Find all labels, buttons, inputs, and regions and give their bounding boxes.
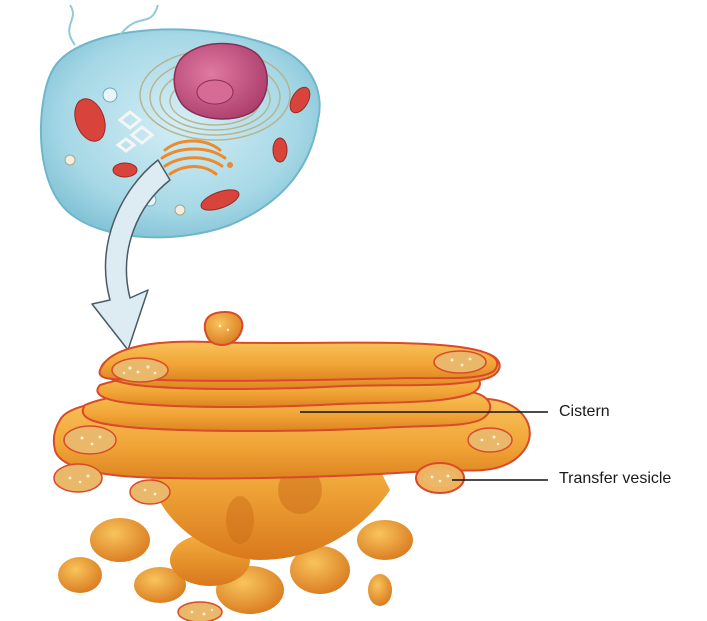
label-cistern: Cistern — [559, 403, 610, 421]
golgi-tubules — [58, 466, 413, 614]
nucleolus — [197, 80, 233, 104]
vesicle — [103, 88, 117, 102]
golgi-small-vesicle — [227, 162, 233, 168]
vesicle — [65, 155, 75, 165]
cistern-lumen — [64, 426, 116, 454]
cistern-lumen — [468, 428, 512, 452]
golgi-illustration — [54, 312, 530, 621]
mitochondrion — [273, 138, 287, 162]
label-transfer-vesicle: Transfer vesicle — [559, 470, 671, 488]
mitochondrion — [113, 163, 137, 177]
cell-filament — [69, 5, 75, 45]
vesicle — [175, 205, 185, 215]
cell-illustration — [41, 5, 320, 237]
transfer-vesicle-lumen — [423, 469, 457, 487]
budding-vesicle — [205, 312, 243, 345]
